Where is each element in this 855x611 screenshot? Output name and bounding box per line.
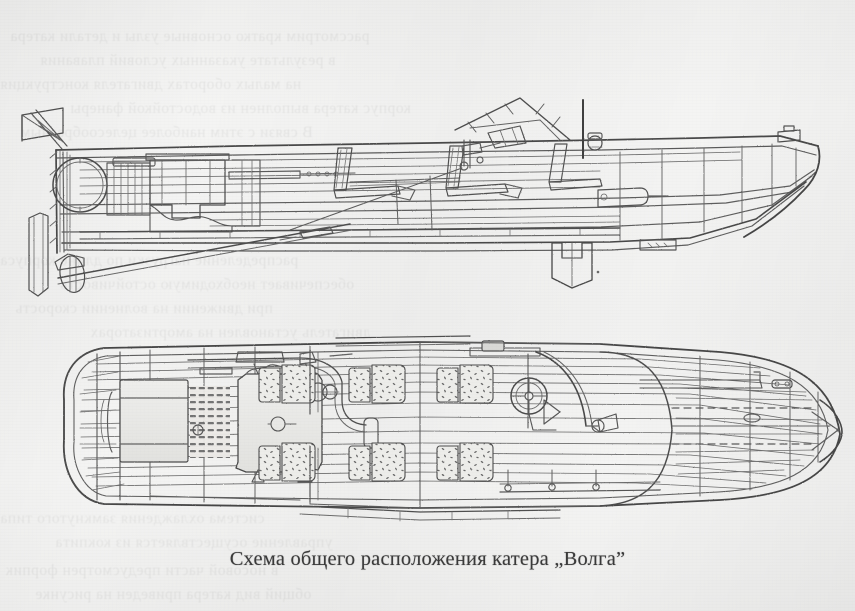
- profile-seats: [333, 143, 603, 201]
- hull-plan-outline: [62, 341, 841, 509]
- seat-plan-row2-left: [348, 364, 406, 404]
- forward-tank: [597, 187, 669, 208]
- bottom-fitting: [639, 239, 677, 251]
- plan-bow-tip: [811, 399, 843, 463]
- bleed-through-line: на малых оборотах двигателя конструкция: [0, 76, 302, 93]
- bleed-through-line: в результате указанных условий плавания: [40, 52, 336, 69]
- profile-view: [21, 97, 821, 297]
- cockpit-coaming: [309, 341, 421, 509]
- cockpit-sole: [79, 227, 621, 240]
- seat-plan-row3-left: [436, 364, 494, 404]
- engine-accessories: [199, 367, 340, 402]
- bleed-through-line: при движении на волнении скорость: [15, 300, 273, 317]
- bleed-through-line: В связи с этим наиболее целесообразным: [20, 124, 313, 141]
- steering-linkage: [289, 167, 463, 231]
- radiator: [100, 379, 230, 463]
- seat-plan-row3-right: [436, 442, 494, 482]
- plan-frames: [149, 345, 819, 505]
- plan-view: [62, 335, 843, 522]
- bleed-through-line: двигатель установлен на амортизаторах: [90, 324, 371, 341]
- seat-profile-1: [333, 147, 416, 201]
- engine-profile: [145, 153, 356, 233]
- foredeck: [599, 351, 831, 507]
- bleed-through-line: система охлаждения замкнутого типа: [0, 510, 265, 527]
- plan-transom: [63, 347, 125, 505]
- side-deck-lines: [149, 341, 601, 509]
- exhaust-plan: [187, 351, 379, 449]
- deck-fitting: [743, 413, 761, 423]
- aft-deck-hatch: [469, 340, 541, 357]
- aft-compartment: [106, 157, 156, 216]
- fuel-tank-circle: [52, 157, 108, 213]
- bleed-through-line: обеспечивает необходимую остойчивость: [60, 276, 355, 293]
- seat-profile-2: [445, 145, 523, 199]
- deck-planking: [80, 356, 823, 490]
- hull-profile-outline: [28, 135, 821, 297]
- engine-hatch-frame: [299, 335, 561, 522]
- figure-caption: Схема общего расположения катера „Волга”: [229, 548, 626, 570]
- bleed-through-line: распределение нагрузки по длине корпуса: [0, 252, 299, 269]
- bow-cleat: [777, 125, 801, 143]
- bleed-through-line: общий вид катера приведен на рисунке: [35, 586, 312, 603]
- bleed-through-line: корпус катера выполнен из водостойкой фа…: [70, 100, 411, 117]
- fan-blades: [190, 386, 230, 458]
- stern-flag: [21, 107, 68, 150]
- plan-seats: [258, 364, 494, 482]
- steering-wheel: [510, 377, 561, 431]
- rudder-skeg: [551, 242, 600, 289]
- bleed-through-line: рассмотрим кратко основные узлы и детали…: [10, 28, 370, 45]
- bow-cleat-plan: [771, 379, 793, 389]
- seat-plan-row2-right: [348, 442, 406, 482]
- seat-profile-3: [548, 143, 603, 191]
- profile-planking: [79, 151, 743, 227]
- seat-plan-row1-left: [258, 364, 316, 404]
- engine-plan: [199, 363, 340, 483]
- horn-fitting: [591, 413, 619, 433]
- helm-and-windshield: [454, 97, 603, 171]
- seat-plan-row1-right: [258, 442, 316, 482]
- propeller-shaft: [54, 223, 353, 293]
- windshield-plan: [527, 351, 601, 433]
- profile-frames: [619, 143, 797, 241]
- propeller: [54, 253, 86, 293]
- handrail-plan: [499, 469, 661, 493]
